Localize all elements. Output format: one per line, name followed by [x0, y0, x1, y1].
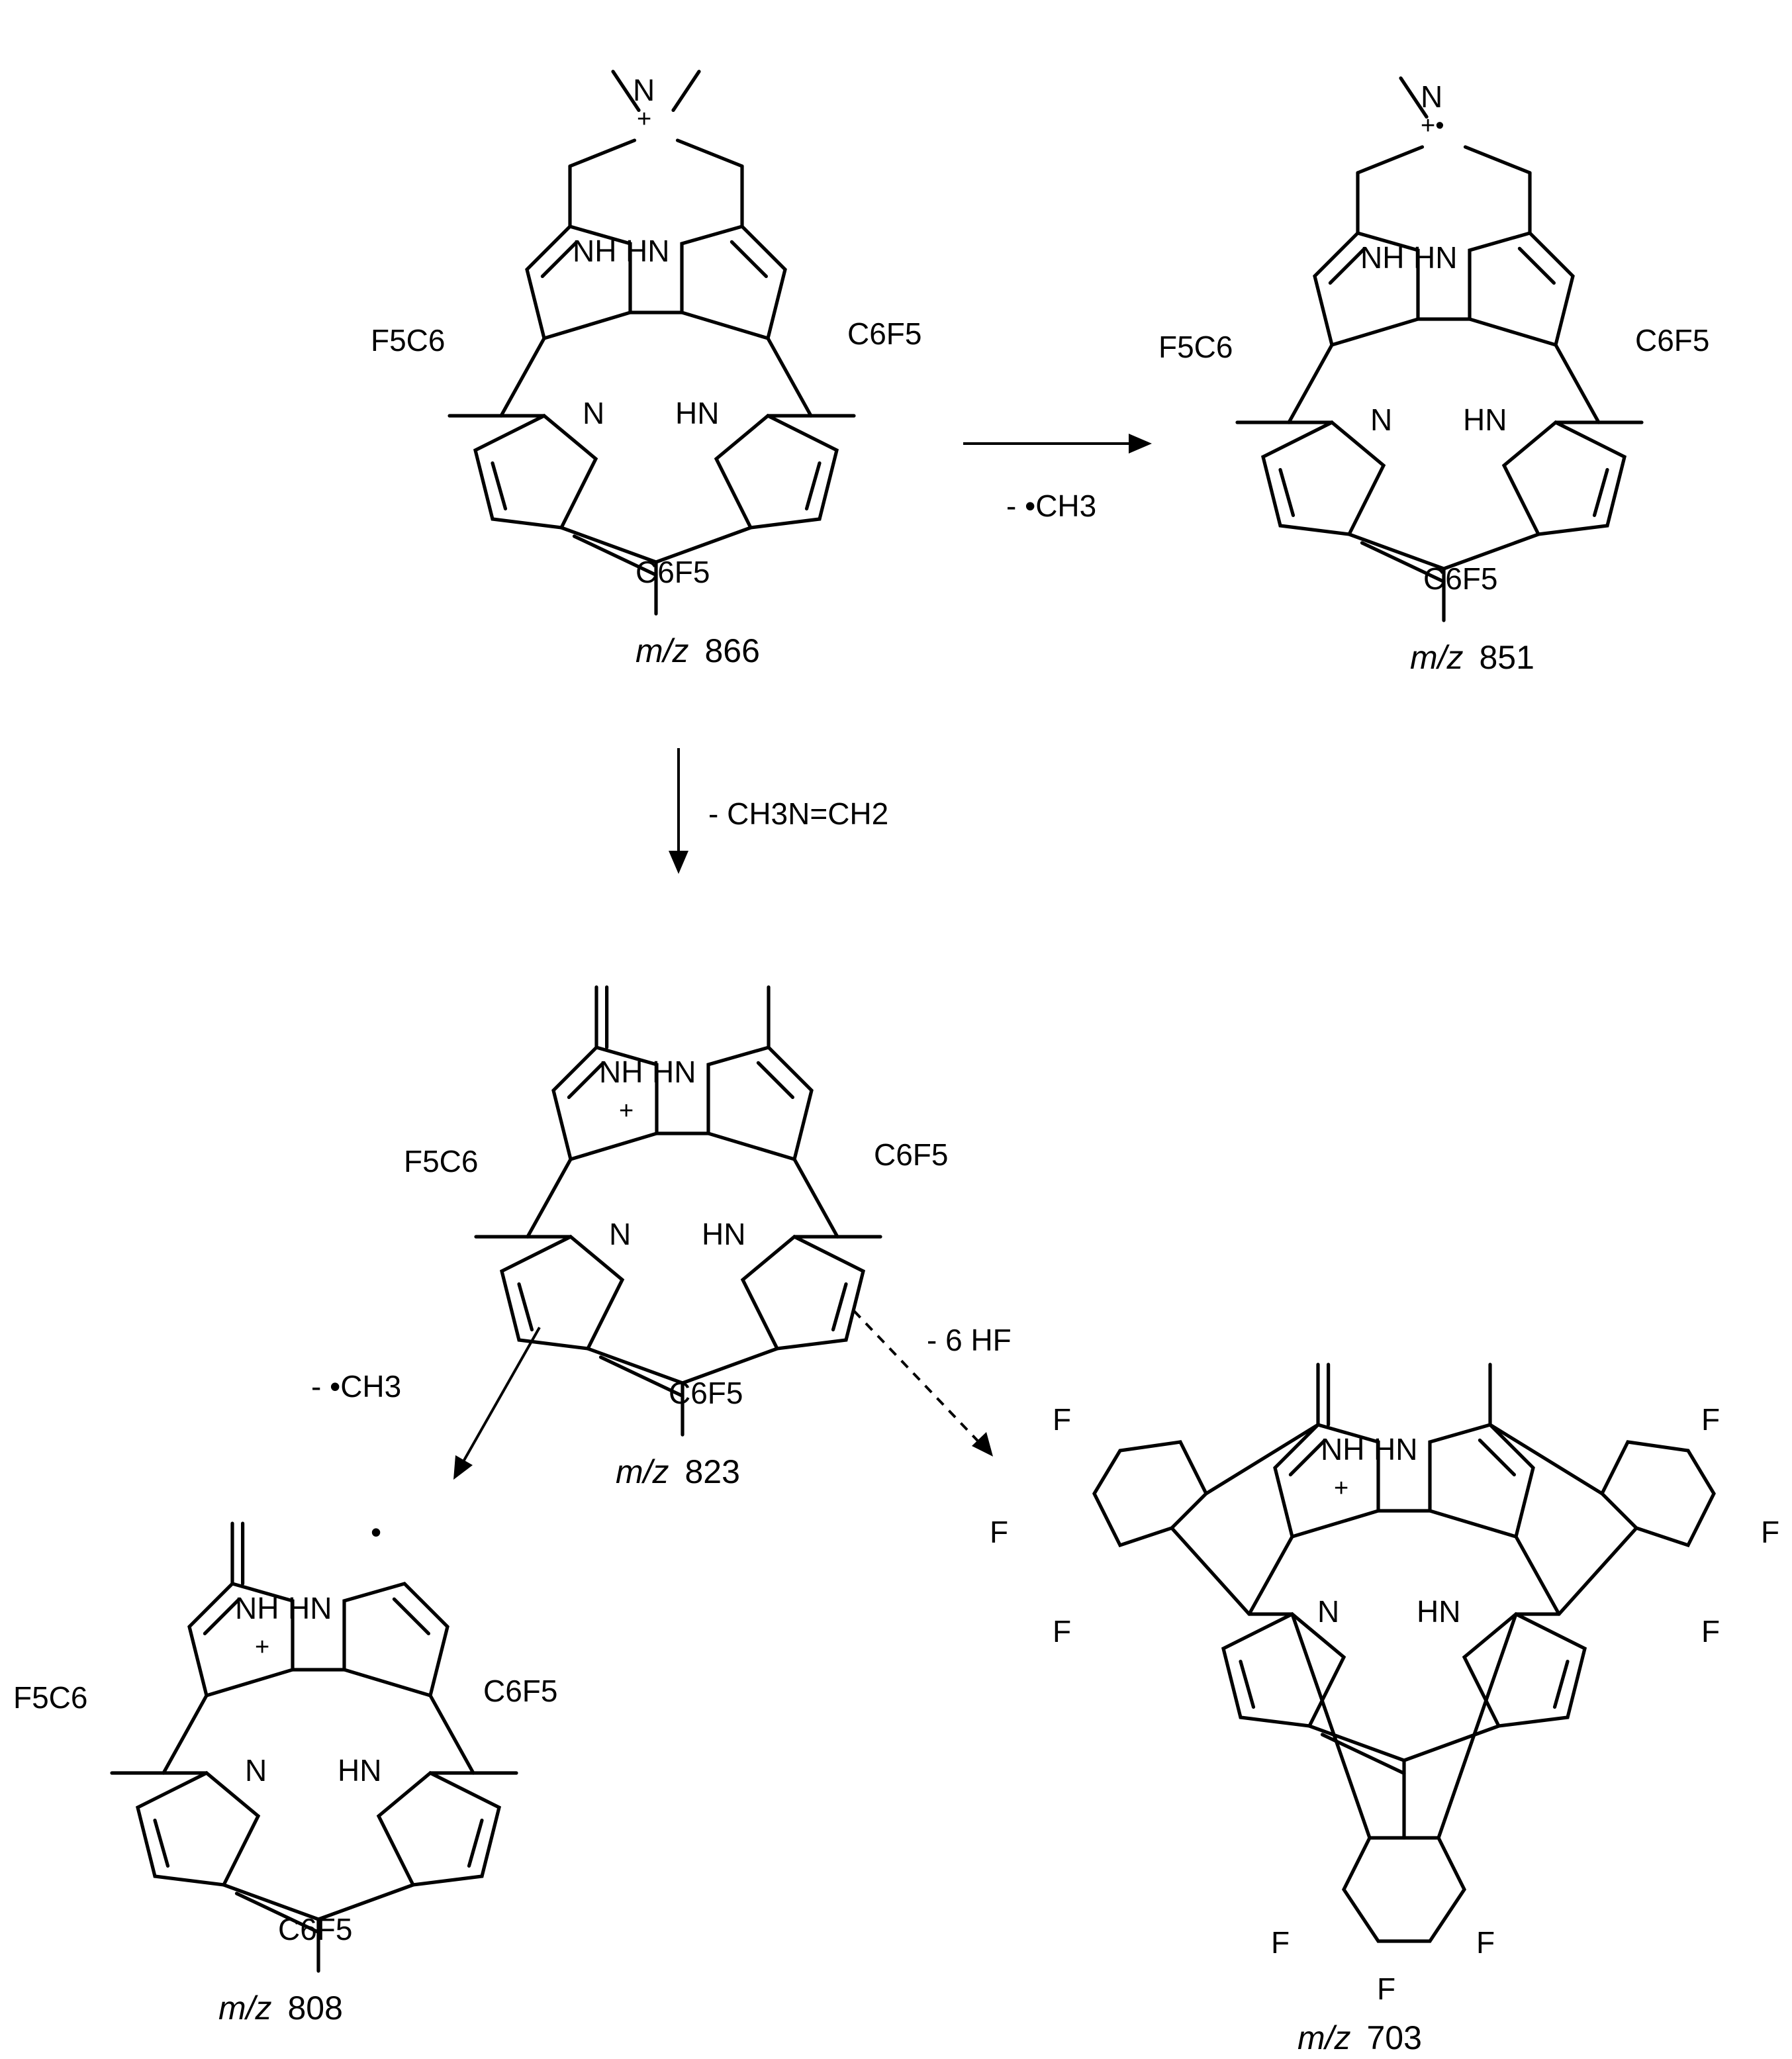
loss-label-r2: - CH3N=CH2	[708, 796, 888, 831]
mz-label-703: m/z 703	[1297, 2019, 1422, 2056]
charge-823: +	[619, 1097, 634, 1125]
molecule-m823	[474, 985, 882, 1437]
n-bl-823: N	[609, 1217, 631, 1251]
subst-right-808: C6F5	[483, 1674, 557, 1708]
molecule-m851	[1235, 76, 1644, 622]
fluorine-703: F	[1701, 1614, 1720, 1649]
charge-703: +	[1334, 1474, 1348, 1502]
subst-bottom-866: C6F5	[636, 555, 710, 589]
hn-851: HN	[1413, 240, 1457, 275]
hn-br-823: HN	[702, 1217, 745, 1251]
mz-label-808: m/z 808	[218, 1989, 343, 2027]
hn-br-808: HN	[338, 1753, 381, 1788]
reaction-arrow-r3	[453, 1327, 541, 1480]
fluorine-703: F	[990, 1515, 1008, 1549]
mz-label-866: m/z 866	[636, 632, 760, 669]
subst-right-823: C6F5	[874, 1137, 948, 1172]
fluorine-703: F	[1701, 1402, 1720, 1437]
hn-br-703: HN	[1417, 1594, 1460, 1629]
n-bl-703: N	[1317, 1594, 1339, 1629]
subst-bottom-808: C6F5	[278, 1912, 352, 1946]
subst-left-823: F5C6	[404, 1144, 478, 1178]
hn-823: HN	[652, 1055, 696, 1089]
molecule-m866	[448, 70, 856, 616]
nh-823: NH	[599, 1055, 643, 1089]
amine-n-851: N	[1421, 79, 1442, 114]
hn-808: HN	[288, 1591, 332, 1625]
nh-851: NH	[1360, 240, 1404, 275]
n-bl-808: N	[245, 1753, 267, 1788]
radical-808: •	[371, 1515, 381, 1549]
nh-866: NH	[573, 234, 616, 268]
nh-808: NH	[235, 1591, 279, 1625]
hn-703: HN	[1374, 1432, 1417, 1466]
subst-right-851: C6F5	[1635, 323, 1709, 358]
charge-866: +	[637, 105, 651, 133]
fluorine-703: F	[1271, 1925, 1290, 1960]
hn-br-866: HN	[675, 396, 719, 430]
molecule-m703	[1092, 1363, 1716, 1943]
subst-left-866: F5C6	[371, 323, 445, 358]
hn-br-851: HN	[1463, 403, 1507, 437]
charge-808: +	[255, 1633, 269, 1661]
fluorine-703: F	[1053, 1402, 1071, 1437]
loss-label-r4: - 6 HF	[927, 1323, 1012, 1357]
molecule-m808	[110, 1521, 518, 1973]
reaction-arrow-r1	[963, 434, 1152, 454]
fluorine-703: F	[1377, 1972, 1395, 2006]
subst-right-866: C6F5	[847, 316, 921, 351]
mz-label-851: m/z 851	[1410, 639, 1534, 676]
subst-left-851: F5C6	[1158, 330, 1233, 364]
subst-bottom-851: C6F5	[1423, 561, 1497, 596]
mz-label-823: m/z 823	[616, 1453, 740, 1490]
subst-bottom-823: C6F5	[669, 1376, 743, 1410]
loss-label-r1: - •CH3	[1006, 489, 1096, 523]
n-bl-866: N	[583, 396, 604, 430]
fluorine-703: F	[1053, 1614, 1071, 1649]
amine-n-866: N	[633, 73, 655, 107]
nh-703: NH	[1321, 1432, 1364, 1466]
reaction-arrow-r4	[853, 1310, 993, 1457]
reaction-arrow-r2	[669, 748, 688, 874]
subst-left-808: F5C6	[13, 1680, 87, 1715]
charge-851: +•	[1421, 112, 1444, 140]
fluorine-703: F	[1476, 1925, 1495, 1960]
hn-866: HN	[626, 234, 669, 268]
fluorine-703: F	[1761, 1515, 1779, 1549]
n-bl-851: N	[1370, 403, 1392, 437]
loss-label-r3: - •CH3	[311, 1369, 401, 1404]
